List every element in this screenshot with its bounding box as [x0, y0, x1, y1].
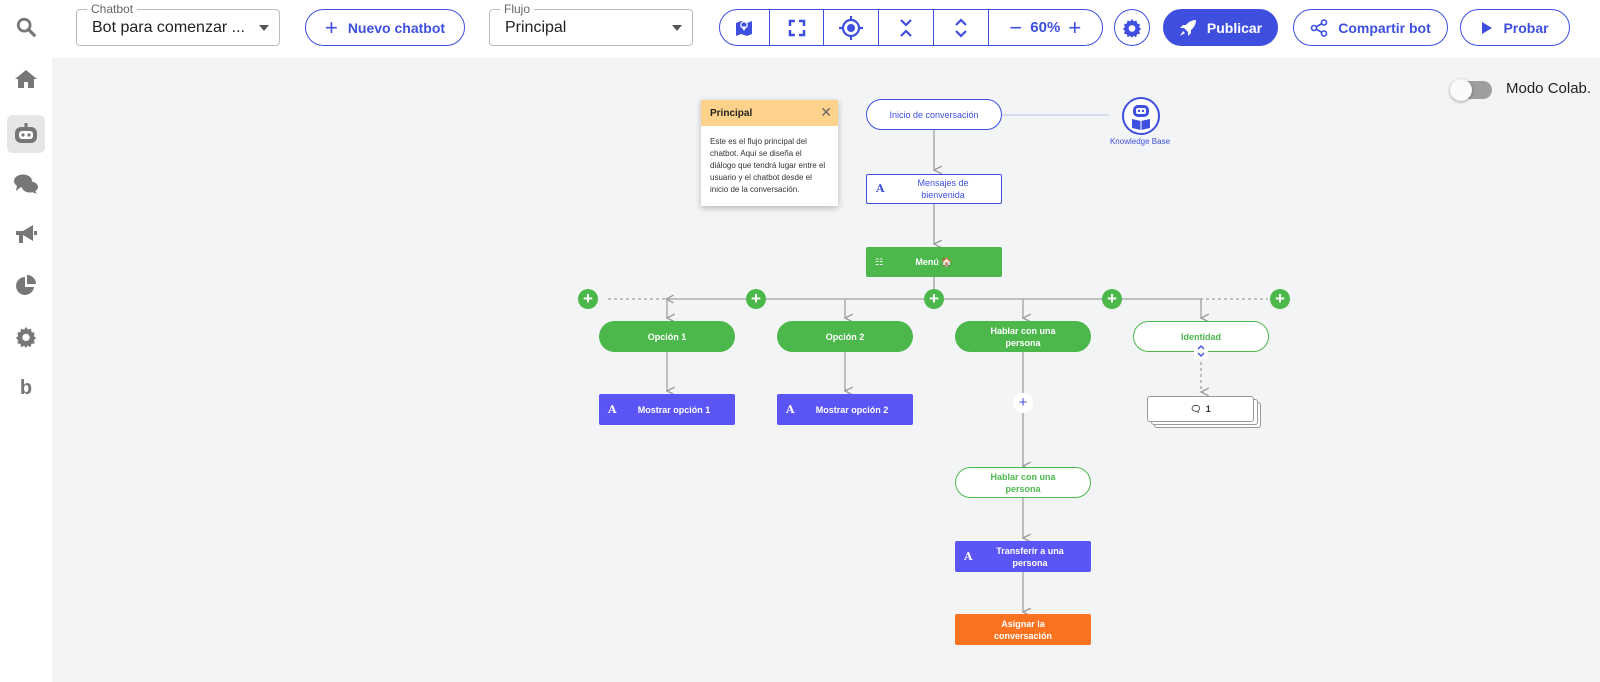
- flow-select[interactable]: Flujo Principal: [489, 2, 693, 46]
- node-start[interactable]: Inicio de conversación: [866, 99, 1002, 130]
- chat-bubbles-icon[interactable]: [7, 165, 45, 203]
- node-option-1-label: Opción 1: [647, 331, 687, 342]
- canvas-toolbar: − 60% +: [719, 9, 1103, 46]
- node-welcome-label: Mensajes de bienvenida: [917, 178, 969, 200]
- node-human[interactable]: Hablar con una persona: [955, 321, 1091, 352]
- flow-select-value: Principal: [505, 19, 567, 36]
- home-icon[interactable]: [7, 60, 45, 98]
- knowledge-base-label: Knowledge Base: [1109, 137, 1171, 146]
- add-branch-left-button[interactable]: +: [578, 289, 598, 309]
- add-branch-button-1[interactable]: +: [746, 289, 766, 309]
- chatbot-select-legend: Chatbot: [87, 2, 138, 16]
- megaphone-icon[interactable]: [7, 215, 45, 253]
- map-view-button[interactable]: [720, 10, 770, 45]
- fullscreen-icon: [788, 19, 805, 36]
- node-human-label: Hablar con una persona: [990, 325, 1056, 348]
- node-option-1[interactable]: Opción 1: [599, 321, 735, 352]
- collapse-button[interactable]: [879, 10, 934, 45]
- tooltip-body: Este es el flujo principal del chatbot. …: [710, 137, 826, 194]
- node-show-option-2[interactable]: A Mostrar opción 2: [777, 394, 913, 425]
- menu-node-icon: ☷: [875, 257, 884, 267]
- rocket-icon: [1179, 19, 1196, 36]
- expand-icon: [954, 17, 967, 38]
- node-option-2-label: Opción 2: [825, 331, 865, 342]
- toggle-knob: [1450, 79, 1472, 101]
- collapse-icon: [900, 18, 912, 37]
- settings-button[interactable]: [1114, 9, 1150, 46]
- node-transfer-label: Transferir a una persona: [996, 545, 1064, 568]
- node-show-option-1-label: Mostrar opción 1: [637, 404, 711, 415]
- collab-toggle[interactable]: [1450, 79, 1492, 101]
- fullscreen-button[interactable]: [770, 10, 825, 45]
- chatbot-select[interactable]: Chatbot Bot para comenzar ...: [76, 2, 280, 46]
- add-branch-right-button[interactable]: +: [1270, 289, 1290, 309]
- test-button[interactable]: Probar: [1460, 9, 1570, 46]
- gear-icon: [1122, 18, 1142, 38]
- share-bot-label: Compartir bot: [1338, 19, 1431, 36]
- node-option-2[interactable]: Opción 2: [777, 321, 913, 352]
- node-show-option-1[interactable]: A Mostrar opción 1: [599, 394, 735, 425]
- chat-bubble-icon: 🗨: [1190, 403, 1202, 414]
- map-icon: [736, 20, 753, 36]
- add-branch-button-2[interactable]: +: [924, 289, 944, 309]
- sidebar: b: [0, 0, 52, 682]
- plus-icon: +: [324, 14, 338, 40]
- search-icon[interactable]: [7, 8, 45, 46]
- node-identity-label: Identidad: [1181, 331, 1221, 342]
- play-icon: [1482, 21, 1493, 34]
- stacked-message-cards[interactable]: 🗨 1: [1147, 396, 1254, 422]
- text-message-icon: A: [786, 402, 795, 416]
- node-human-2[interactable]: Hablar con una persona: [955, 467, 1091, 498]
- add-branch-button-3[interactable]: +: [1102, 289, 1122, 309]
- tooltip-header: Principal ✕: [701, 100, 838, 126]
- collab-label: Modo Colab.: [1506, 80, 1592, 97]
- node-start-label: Inicio de conversación: [889, 109, 979, 120]
- node-transfer[interactable]: A Transferir a una persona: [955, 541, 1091, 572]
- zoom-level: 60%: [1030, 19, 1061, 36]
- center-button[interactable]: [824, 10, 880, 45]
- close-icon[interactable]: ✕: [820, 104, 832, 120]
- add-step-button[interactable]: +: [1013, 393, 1033, 413]
- chevron-down-icon: [672, 25, 682, 31]
- bot-icon[interactable]: [7, 115, 45, 153]
- text-message-icon: A: [876, 182, 885, 195]
- expand-button[interactable]: [934, 10, 989, 45]
- node-menu-label: Menú 🏠: [915, 257, 953, 267]
- chevron-up-down-icon[interactable]: [1194, 343, 1208, 359]
- publish-button[interactable]: Publicar: [1163, 9, 1278, 46]
- new-chatbot-button[interactable]: + Nuevo chatbot: [305, 9, 465, 46]
- crosshair-icon: [839, 15, 864, 40]
- flow-info-tooltip: Principal ✕ Este es el flujo principal d…: [701, 100, 838, 206]
- node-menu[interactable]: ☷ Menú 🏠: [866, 247, 1002, 277]
- text-message-icon: A: [964, 549, 973, 563]
- share-icon: [1310, 18, 1328, 37]
- text-message-icon: A: [608, 402, 617, 416]
- tooltip-title: Principal: [710, 107, 753, 119]
- zoom-in-button[interactable]: +: [1068, 14, 1082, 40]
- node-human-2-label: Hablar con una persona: [990, 471, 1056, 494]
- gear-icon[interactable]: [7, 318, 45, 356]
- knowledge-base-node[interactable]: [1122, 97, 1160, 135]
- new-chatbot-label: Nuevo chatbot: [347, 19, 446, 36]
- test-label: Probar: [1503, 19, 1549, 36]
- chevron-down-icon: [259, 25, 269, 31]
- brand-b-icon[interactable]: b: [7, 369, 45, 407]
- node-welcome[interactable]: A Mensajes de bienvenida: [866, 174, 1002, 204]
- zoom-out-button[interactable]: −: [1009, 14, 1023, 40]
- node-assign-label: Asignar la conversación: [993, 618, 1053, 641]
- share-bot-button[interactable]: Compartir bot: [1293, 9, 1448, 46]
- zoom-control: − 60% +: [989, 10, 1102, 45]
- knowledge-base-bot-icon: [1132, 105, 1150, 130]
- stack-count: 1: [1205, 404, 1211, 414]
- brand-b-text: b: [19, 376, 33, 399]
- flow-select-legend: Flujo: [500, 2, 535, 16]
- publish-label: Publicar: [1206, 19, 1263, 36]
- pie-chart-icon[interactable]: [7, 267, 45, 305]
- node-assign[interactable]: Asignar la conversación: [955, 614, 1091, 645]
- node-show-option-2-label: Mostrar opción 2: [815, 404, 889, 415]
- chatbot-select-value: Bot para comenzar ...: [92, 19, 245, 36]
